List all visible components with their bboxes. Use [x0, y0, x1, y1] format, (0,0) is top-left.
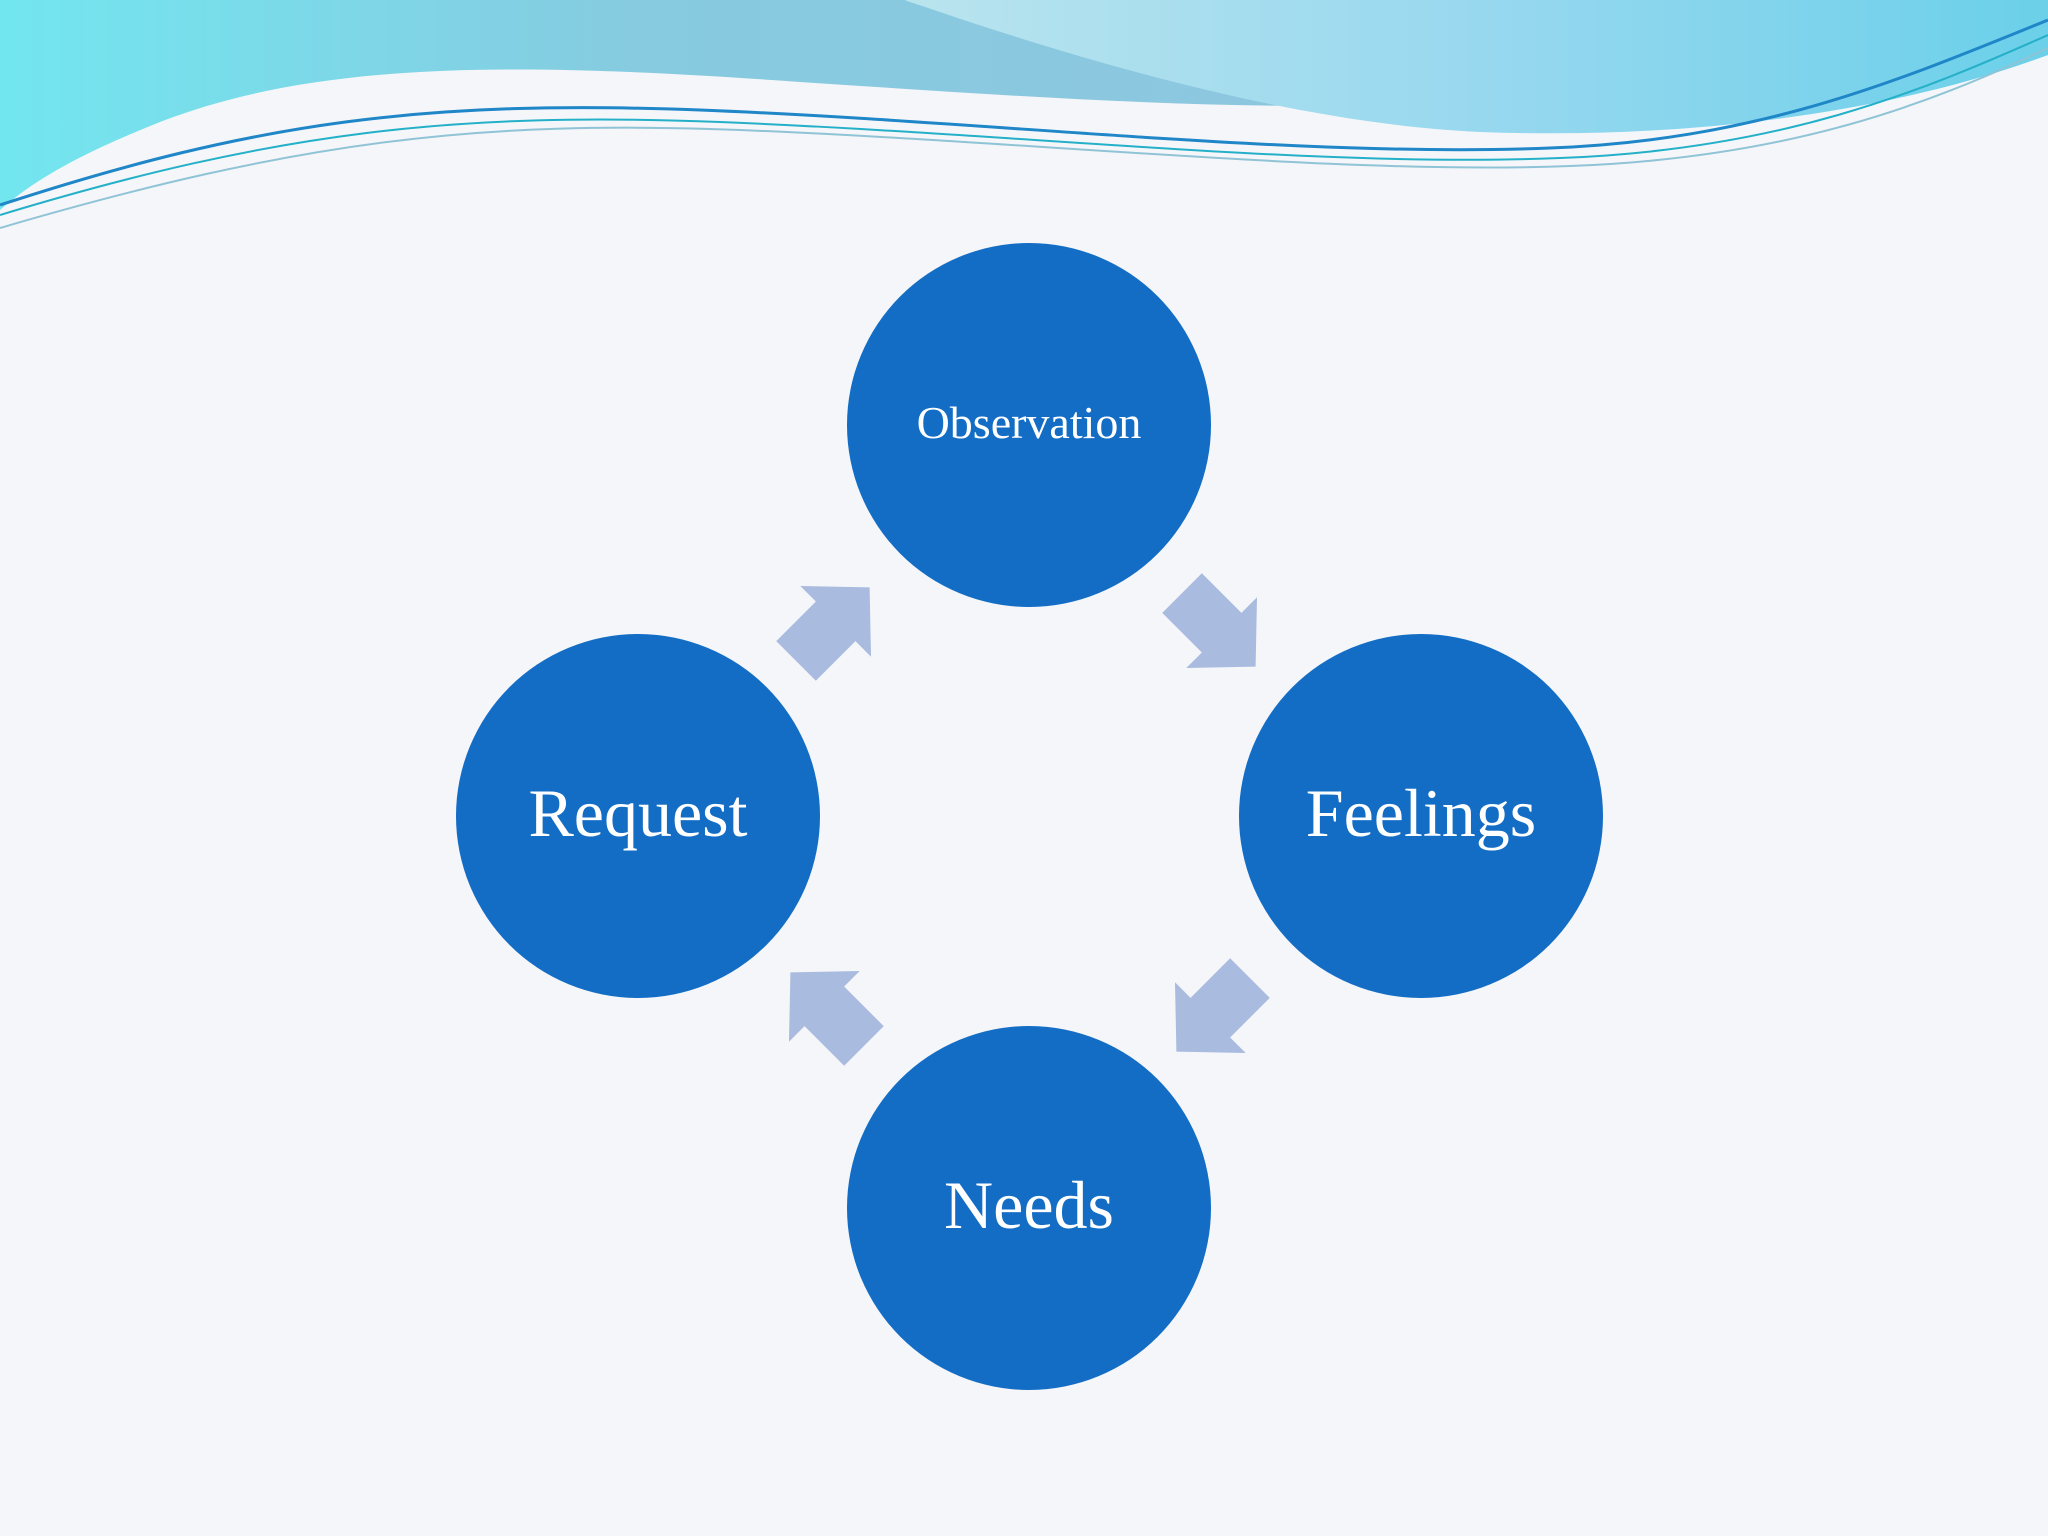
arrow-request-to-observation [776, 585, 872, 681]
wave-shape-left [0, 0, 1400, 210]
node-observation: Observation [847, 243, 1211, 607]
wave-line-middle [0, 34, 2048, 216]
wave-banner [0, 0, 2048, 229]
node-request: Request [456, 634, 820, 998]
node-feelings: Feelings [1239, 634, 1603, 998]
node-label-needs: Needs [944, 1167, 1114, 1243]
arrow-feelings-to-needs [1174, 958, 1270, 1054]
wave-line-lower [0, 47, 2048, 229]
node-label-observation: Observation [916, 397, 1142, 448]
arrow-needs-to-request [788, 970, 884, 1066]
node-label-request: Request [528, 775, 748, 851]
arrow-observation-to-feelings [1162, 573, 1258, 669]
node-needs: Needs [847, 1026, 1211, 1390]
wave-line-upper [0, 18, 2048, 207]
wave-shape-right [905, 0, 2048, 134]
node-label-feelings: Feelings [1305, 775, 1537, 851]
